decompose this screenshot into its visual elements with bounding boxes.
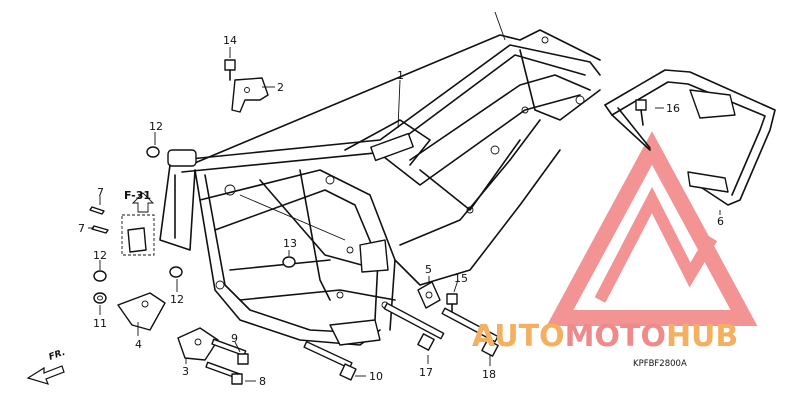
callout-10: 10 [369, 370, 383, 383]
grommet-part-13 [282, 256, 296, 268]
bolt-part-14 [224, 59, 236, 81]
callout-15: 15 [454, 272, 468, 285]
watermark-logo [546, 131, 758, 326]
callout-9: 9 [231, 332, 238, 345]
callout-12-mid: 12 [170, 293, 184, 306]
watermark-text-hub: HUB [666, 319, 738, 354]
watermark-triangle [546, 131, 758, 326]
grab-rail-part-6 [604, 69, 776, 206]
nut-part-11 [93, 292, 107, 304]
reference-label: F-31 [124, 189, 151, 202]
callout-17: 17 [419, 366, 433, 379]
callout-12-left: 12 [93, 249, 107, 262]
callout-14: 14 [223, 34, 237, 47]
front-label: FR. [48, 348, 67, 363]
bolt-part-16 [635, 99, 647, 126]
front-arrow-icon [26, 365, 65, 385]
callout-2: 2 [277, 81, 284, 94]
watermark-text-moto: MOTO [565, 319, 666, 354]
bolt-part-18 [441, 307, 499, 357]
callout-1: 1 [397, 69, 404, 82]
diagram-code: KPFBF2800A [633, 359, 687, 369]
callouts: 1 2 14 16 6 12 7 7 12 11 12 13 5 15 4 3 … [78, 34, 724, 388]
nut-part-12c [146, 146, 160, 158]
callout-11: 11 [93, 317, 107, 330]
callout-5: 5 [425, 263, 432, 276]
clip-part-7b [91, 225, 109, 234]
watermark-text: AUTOMOTOHUB [472, 319, 738, 354]
nut-part-12b [169, 266, 183, 278]
bolt-part-17 [383, 302, 445, 351]
bolt-part-15 [446, 293, 458, 313]
bracket-part-5 [417, 281, 441, 309]
main-frame [159, 11, 601, 346]
leader-lines [88, 47, 721, 382]
bolt-part-9 [211, 338, 249, 365]
callout-3: 3 [182, 365, 189, 378]
callout-8: 8 [259, 375, 266, 388]
clip-part-7a [89, 206, 105, 215]
engine-hanger-part-4 [117, 292, 166, 331]
callout-12-top: 12 [149, 120, 163, 133]
callout-13: 13 [283, 237, 297, 250]
callout-7-bottom: 7 [78, 222, 85, 235]
reference-box [121, 192, 155, 256]
callout-16: 16 [666, 102, 680, 115]
bolt-part-10 [303, 341, 357, 381]
callout-4: 4 [135, 338, 142, 351]
watermark-inner-m [594, 186, 718, 303]
callout-7-top: 7 [97, 186, 104, 199]
watermark-text-auto: AUTO [472, 319, 565, 354]
bolt-part-8 [205, 361, 243, 385]
nut-part-12a [93, 270, 107, 282]
callout-18: 18 [482, 368, 496, 381]
engine-hanger-part-3 [177, 327, 219, 361]
callout-6: 6 [717, 215, 724, 228]
bracket-part-2 [231, 77, 269, 113]
